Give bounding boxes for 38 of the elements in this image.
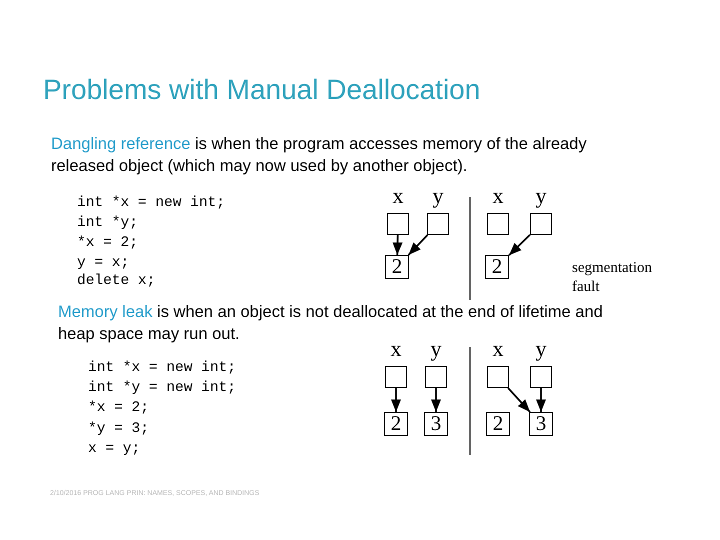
definition-text: Dangling reference is when the program accesses memory of the already released object (which may now used by another object).	[51, 134, 588, 177]
code-line: int *y;	[77, 214, 138, 233]
pointer-arrow	[508, 234, 531, 256]
pointer-arrow	[536, 388, 546, 412]
code-line: *x = 2;	[88, 399, 149, 418]
pointer-arrow	[390, 388, 402, 412]
code-line: delete x;	[77, 272, 156, 291]
memory-cell	[530, 366, 552, 388]
value-cell: 2	[485, 255, 509, 279]
error-note: segmentation fault	[572, 259, 653, 297]
memory-cell	[385, 366, 407, 388]
variable-name: x	[492, 183, 504, 209]
variable-name: y	[534, 183, 548, 209]
pointer-arrow	[430, 388, 442, 412]
code-line: int *x = new int;	[77, 194, 225, 213]
value-cell: 3	[424, 412, 448, 436]
memory-cell	[425, 366, 447, 388]
code-line: int *x = new int;	[88, 359, 236, 378]
code-line: *x = 2;	[77, 234, 138, 253]
code-line: x = y;	[88, 440, 140, 459]
variable-name: y	[432, 183, 444, 209]
code-line: *y = 3;	[88, 420, 149, 439]
code-line: int *y = new int;	[88, 379, 236, 398]
memory-cell	[487, 213, 509, 235]
value-cell: 3	[529, 412, 553, 436]
value-cell: 2	[486, 412, 510, 436]
value-cell: 2	[384, 412, 408, 436]
slide-title: Problems with Manual Deallocation	[43, 74, 480, 106]
code-line: y = x;	[77, 254, 130, 273]
memory-cell	[487, 366, 509, 388]
memory-cell	[427, 213, 449, 235]
pointer-arrow	[392, 234, 403, 256]
pointer-arrow	[408, 234, 428, 256]
variable-name: x	[392, 183, 404, 209]
pointer-arrow	[507, 387, 531, 413]
memory-cell	[387, 213, 409, 235]
memory-cell	[530, 213, 552, 235]
value-cell: 2	[385, 255, 409, 279]
